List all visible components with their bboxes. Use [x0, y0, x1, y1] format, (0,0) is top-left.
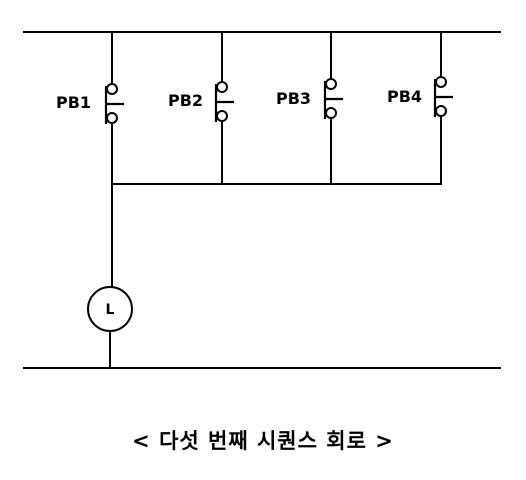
pb3-switch: PB3 — [276, 31, 343, 185]
pb1-pushbutton-actuator — [104, 86, 124, 124]
pb3-pushbutton-actuator — [323, 81, 343, 119]
pb2-switch: PB2 — [168, 31, 234, 185]
pb2-pushbutton-actuator — [214, 84, 234, 122]
pb3-label: PB3 — [276, 89, 311, 108]
pb2-label: PB2 — [168, 91, 203, 110]
lamp-label: L — [106, 302, 115, 318]
pb3-lower-contact — [325, 107, 337, 119]
pb4-lower-contact — [435, 105, 447, 117]
pb1-label: PB1 — [56, 93, 91, 112]
pb4-upper-contact — [435, 76, 447, 88]
lamp: L — [87, 286, 133, 332]
pb1-lower-contact — [106, 112, 118, 124]
diagram-caption: < 다섯 번째 시퀀스 회로 > — [132, 429, 394, 453]
pb3-upper-contact — [325, 78, 337, 90]
pb1-switch: PB1 — [56, 31, 124, 185]
pb4-pushbutton-actuator — [433, 79, 453, 117]
pb4-switch: PB4 — [387, 31, 453, 185]
pb4-label: PB4 — [387, 87, 422, 106]
pb2-upper-contact — [216, 81, 228, 93]
pb1-upper-contact — [106, 83, 118, 95]
pb2-lower-contact — [216, 110, 228, 122]
